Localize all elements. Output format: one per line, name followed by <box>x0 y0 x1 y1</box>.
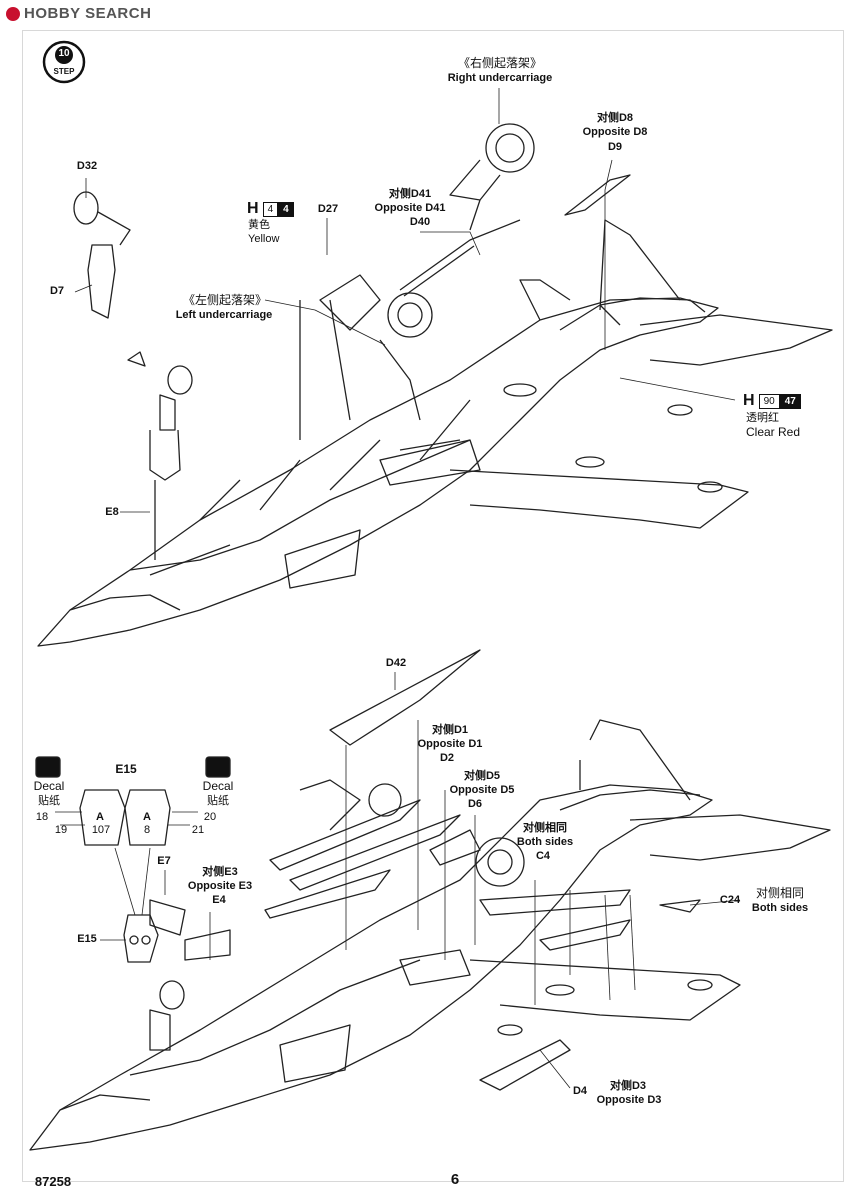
decal-left-n2: 19 <box>54 824 68 836</box>
d3-label-zh: 对侧D3 <box>609 1080 647 1092</box>
part-c4: C4 <box>535 850 551 862</box>
bottom-leader-lines <box>55 672 741 1089</box>
step-badge: 10 STEP <box>40 40 88 84</box>
part-d40: D40 <box>409 216 431 228</box>
step-label: STEP <box>53 67 75 76</box>
kit-number: 87258 <box>34 1174 72 1189</box>
part-d9: D9 <box>607 141 623 153</box>
c24-label-en: Both sides <box>751 902 809 914</box>
right-undercarriage-label-en: Right undercarriage <box>447 72 553 84</box>
c4-label-en: Both sides <box>516 836 574 848</box>
decal-left-num: 107 <box>91 824 111 836</box>
paint-clear-red-zh: 透明红 <box>746 412 779 424</box>
decal-left-zh: 贴纸 <box>38 795 60 807</box>
decal-left-letter: A <box>96 811 104 823</box>
decal-left-n1: 18 <box>35 811 49 823</box>
d1-label-zh: 对侧D1 <box>431 724 469 736</box>
c4-label-zh: 对侧相同 <box>523 822 567 834</box>
part-e7: E7 <box>157 855 171 867</box>
left-undercarriage-label-zh: 《左侧起落架》 <box>182 293 267 307</box>
top-leader-lines <box>74 88 736 513</box>
c24-label-zh: 对侧相同 <box>755 886 804 900</box>
decal-right-zh: 贴纸 <box>207 795 229 807</box>
d8-label-en: Opposite D8 <box>582 126 648 138</box>
paint-clear-red-en: Clear Red <box>746 425 801 439</box>
d8-label-zh: 对侧D8 <box>596 112 634 124</box>
paint-yellow-en: Yellow <box>248 233 280 245</box>
paint-callout-yellow: H 4 4 <box>247 200 294 218</box>
page-frame <box>22 30 844 1182</box>
part-e4: E4 <box>212 894 226 906</box>
watermark: HOBBY SEARCH <box>6 5 151 22</box>
step-number: 10 <box>58 48 70 59</box>
d5-label-zh: 对侧D5 <box>463 770 501 782</box>
part-e8: E8 <box>105 506 119 518</box>
part-c24: C24 <box>719 894 741 906</box>
d1-label-en: Opposite D1 <box>417 738 483 750</box>
right-undercarriage-label-zh: 《右侧起落架》 <box>457 56 542 70</box>
paint-number: 4 <box>262 201 279 217</box>
paint-callout-clear-red: H 90 47 <box>743 392 801 410</box>
step-badge-icon <box>42 40 86 84</box>
watermark-logo-icon <box>6 6 20 21</box>
left-undercarriage-label-en: Left undercarriage <box>175 309 273 321</box>
part-d27: D27 <box>317 203 339 215</box>
paint-code: 47 <box>779 393 801 409</box>
decal-right-n2: 21 <box>191 824 205 836</box>
part-d2: D2 <box>439 752 455 764</box>
decal-right-en: Decal <box>202 779 234 793</box>
decal-left-en: Decal <box>33 779 65 793</box>
d41-label-en: Opposite D41 <box>374 202 446 214</box>
paint-h-marker: H <box>247 200 259 217</box>
paint-yellow-zh: 黄色 <box>248 219 270 231</box>
decal-right-letter: A <box>143 811 151 823</box>
paint-code: 4 <box>278 201 294 217</box>
d3-label-en: Opposite D3 <box>596 1094 662 1106</box>
part-d4: D4 <box>572 1085 588 1097</box>
decal-right-num: 8 <box>143 824 151 836</box>
paint-number: 90 <box>758 393 780 409</box>
e3-label-zh: 对侧E3 <box>202 866 238 878</box>
e3-label-en: Opposite E3 <box>187 880 253 892</box>
paint-h-marker: H <box>743 392 755 409</box>
decal-right-n1: 20 <box>203 811 217 823</box>
part-d7: D7 <box>49 285 65 297</box>
d5-label-en: Opposite D5 <box>449 784 515 796</box>
bottom-aircraft-drawing <box>29 649 831 1151</box>
top-aircraft-drawing <box>37 123 833 647</box>
part-e15-side: E15 <box>77 933 97 945</box>
watermark-brand: HOBBY SEARCH <box>24 5 152 22</box>
part-d42: D42 <box>385 657 407 669</box>
d41-label-zh: 对侧D41 <box>388 188 432 200</box>
page-number: 6 <box>450 1171 460 1188</box>
part-d6: D6 <box>467 798 483 810</box>
part-d32: D32 <box>76 160 98 172</box>
part-e15-top: E15 <box>115 762 137 776</box>
